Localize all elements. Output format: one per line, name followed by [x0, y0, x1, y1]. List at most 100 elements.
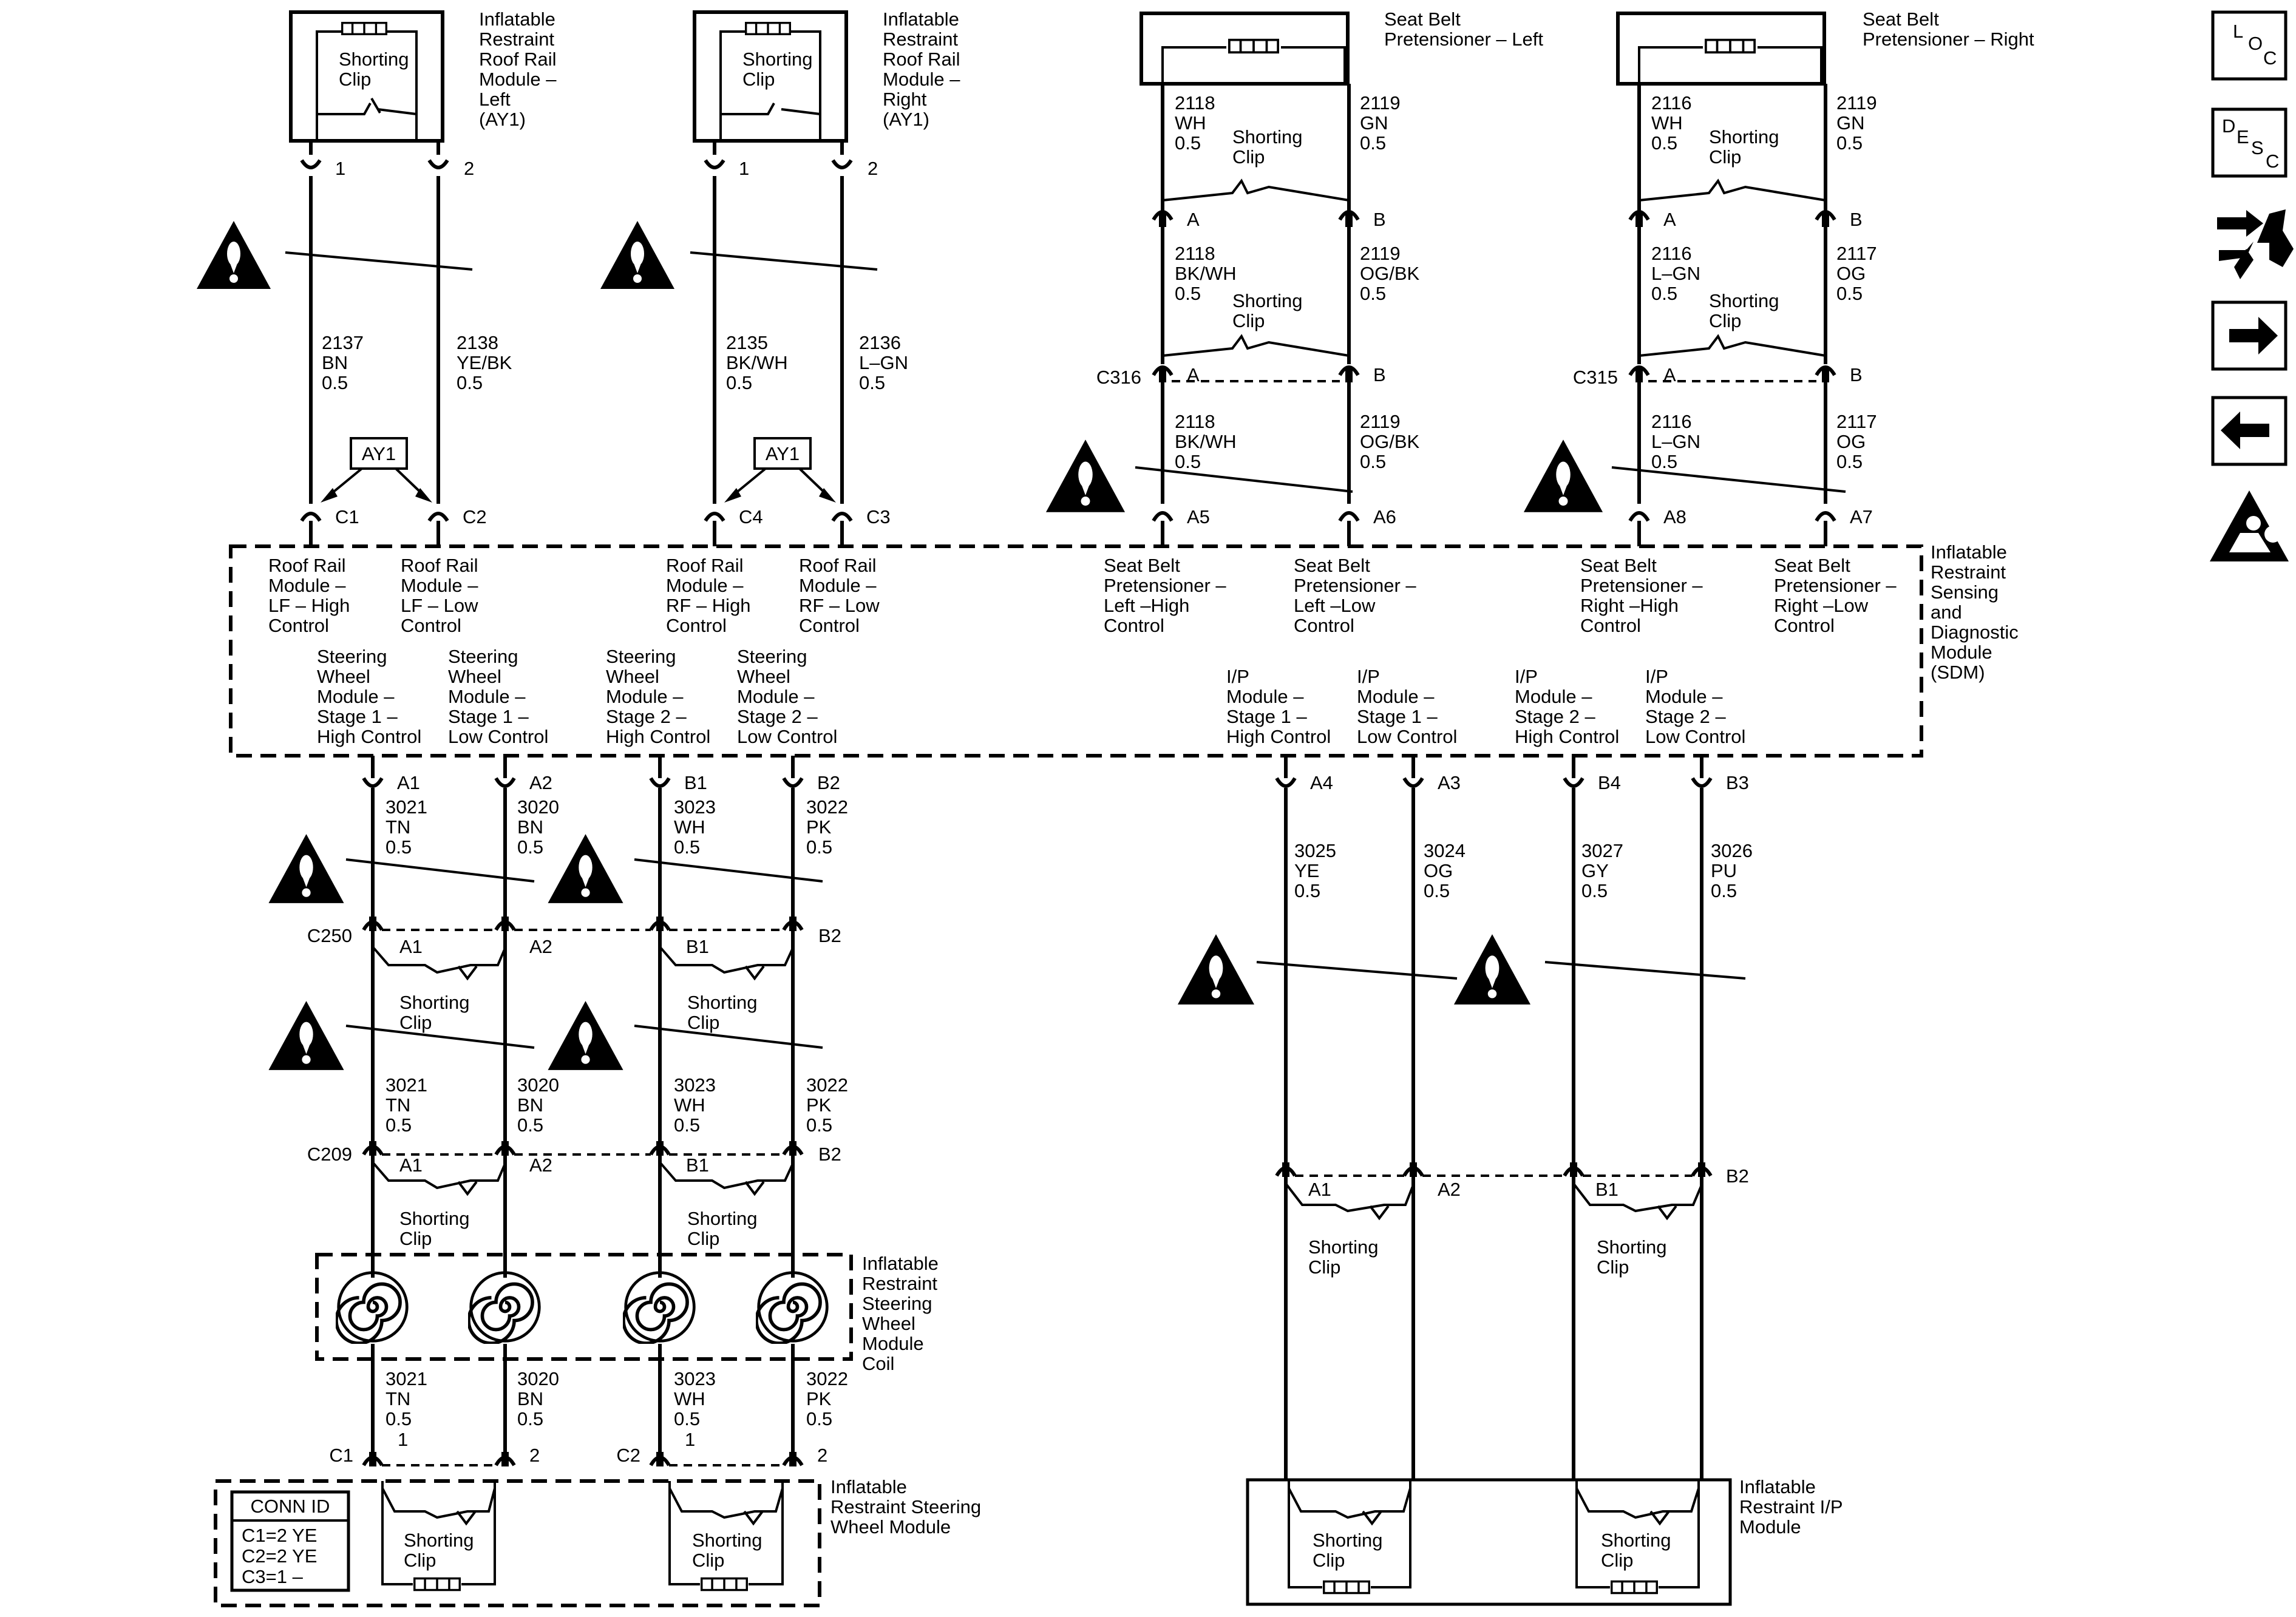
next-arrow-icon[interactable] [2211, 300, 2288, 371]
sdm-pin-label: C2 [463, 506, 487, 527]
wire-label-line: 2138 [457, 332, 498, 353]
sdm-function-label-line: Control [1104, 615, 1164, 636]
wire-label-line: 3021 [385, 796, 427, 818]
wire-label-line: 0.5 [1651, 451, 1677, 472]
connector-tool-icon[interactable] [2217, 209, 2294, 279]
sdm-pin-label: B3 [1726, 772, 1749, 793]
sw-coil-label-line: Coil [862, 1353, 894, 1374]
shorting-clip-label-line: Shorting [399, 1208, 469, 1229]
sdm-function-label-line: Module – [799, 575, 877, 596]
wire-label-line: 3021 [385, 1368, 427, 1389]
back-arrow-icon[interactable] [2211, 396, 2288, 466]
wire-label-line: 2119 [1360, 92, 1401, 114]
sw-module-label-line: Restraint Steering [830, 1496, 981, 1517]
sw-coil-label-line: Module [862, 1333, 924, 1354]
shorting-clip-label-line: Clip [1601, 1550, 1633, 1571]
wire-label-line: 2118 [1175, 411, 1215, 432]
wire-label-line: WH [674, 1388, 705, 1409]
pin-label: A [1187, 209, 1200, 230]
roof-rail-left-label-line: Roof Rail [479, 49, 557, 70]
wire-label-line: 0.5 [1836, 451, 1863, 472]
shorting-clip-label-line: Shorting [1597, 1236, 1666, 1258]
roof-rail-left-label-line: (AY1) [479, 109, 526, 130]
wire-label-line: YE/BK [457, 352, 512, 373]
conn-id-row: C2=2 YE [242, 1545, 317, 1567]
loc-icon-letter: L [2233, 21, 2243, 42]
pretensioner-right-label-line: Pretensioner – Right [1863, 29, 2034, 50]
pin-label: B [1850, 209, 1863, 230]
shorting-clip-label-line: Shorting [404, 1530, 474, 1551]
shorting-clip-label-line: Shorting [399, 992, 469, 1013]
sw-coil-label-line: Wheel [862, 1313, 915, 1334]
wire-label-line: 0.5 [1424, 880, 1450, 901]
airbag-warning-icon[interactable] [2210, 490, 2289, 561]
wire-label-line: WH [1651, 112, 1683, 134]
roof-rail-right-label-line: Module – [883, 69, 960, 90]
wire-label-line: GN [1836, 112, 1865, 134]
loc-icon[interactable] [2211, 10, 2288, 81]
wire-label-line: 2116 [1651, 243, 1692, 264]
desc-icon[interactable] [2211, 107, 2288, 178]
wire-label-line: 0.5 [1651, 283, 1677, 304]
sdm-box [229, 544, 1923, 758]
warning-icon [548, 1001, 623, 1070]
shorting-clip-label-line: Clip [399, 1012, 432, 1033]
sdm-function-label-line: Low Control [1357, 726, 1457, 747]
conn-id-title: CONN ID [251, 1496, 330, 1517]
wire-label-line: 2117 [1836, 243, 1877, 264]
wire-label-line: 0.5 [1581, 880, 1608, 901]
sdm-function-label-line: Module – [1357, 686, 1435, 707]
option-ay1-right [724, 437, 836, 503]
warning-icon [268, 834, 344, 903]
sdm-pin-label: C3 [866, 506, 891, 527]
wire-label-line: PK [806, 1094, 832, 1116]
wire-label-line: OG/BK [1360, 431, 1420, 452]
sw-coil-label-line: Steering [862, 1293, 932, 1314]
wire-label-line: 3022 [806, 796, 848, 818]
sw-module-label-line: Inflatable [830, 1476, 907, 1497]
wire-label-line: 3026 [1711, 840, 1753, 861]
wire-label-line: 2136 [859, 332, 901, 353]
sdm-function-label-line: Roof Rail [268, 555, 346, 576]
sdm-label-line: Sensing [1931, 581, 1999, 603]
conn-id-row: C1=2 YE [242, 1525, 317, 1546]
sdm-function-label-line: Pretensioner – [1294, 575, 1416, 596]
sdm-function-label-line: RF – High [666, 595, 751, 616]
pin-label: A [1663, 364, 1676, 385]
pin-label: A [1187, 364, 1200, 385]
wire-label-line: 3023 [674, 1368, 716, 1389]
pretensioner-left-label-line: Pretensioner – Left [1384, 29, 1543, 50]
pin-label: 2 [529, 1445, 540, 1466]
wire-label-line: 0.5 [1175, 451, 1201, 472]
wire-label-line: 0.5 [385, 1408, 412, 1429]
pretensioner-left [1140, 12, 1350, 86]
sdm-function-label-line: Seat Belt [1294, 555, 1370, 576]
sdm-function-label-line: Roof Rail [799, 555, 877, 576]
shorting-clip-label-line: Clip [1308, 1256, 1340, 1278]
pretensioner-right [1616, 12, 1826, 86]
wire-label-line: 0.5 [1360, 283, 1386, 304]
wire-label-line: 0.5 [726, 372, 752, 393]
shorting-clip-label-line: Shorting [692, 1530, 762, 1551]
connector-c209: C209 [307, 1144, 352, 1165]
pin-label: B2 [1726, 1165, 1749, 1187]
warning-icon [548, 834, 623, 903]
sdm-function-label-line: Stage 1 – [1357, 706, 1438, 727]
sdm-function-label-line: Pretensioner – [1774, 575, 1897, 596]
sdm-pin-label: A6 [1373, 506, 1396, 527]
wire-label-line: PK [806, 816, 832, 838]
shorting-clip-label-line: Clip [399, 1228, 432, 1249]
pin-label: A1 [399, 936, 423, 957]
sdm-function-label-line: Module – [448, 686, 526, 707]
sdm-function-label-line: Control [1774, 615, 1835, 636]
sdm-pin-label: A8 [1663, 506, 1686, 527]
wire-label-line: L–GN [859, 352, 908, 373]
pin-label: 2 [464, 158, 474, 179]
sdm-function-label-line: Stage 1 – [448, 706, 529, 727]
wire-label-line: 0.5 [806, 1114, 832, 1136]
wire-label-line: OG [1424, 860, 1453, 881]
wire-label-line: 0.5 [322, 372, 348, 393]
wire-label-line: 3020 [517, 1368, 559, 1389]
sdm-function-label-line: Control [268, 615, 329, 636]
loc-icon-letter: C [2263, 47, 2277, 69]
